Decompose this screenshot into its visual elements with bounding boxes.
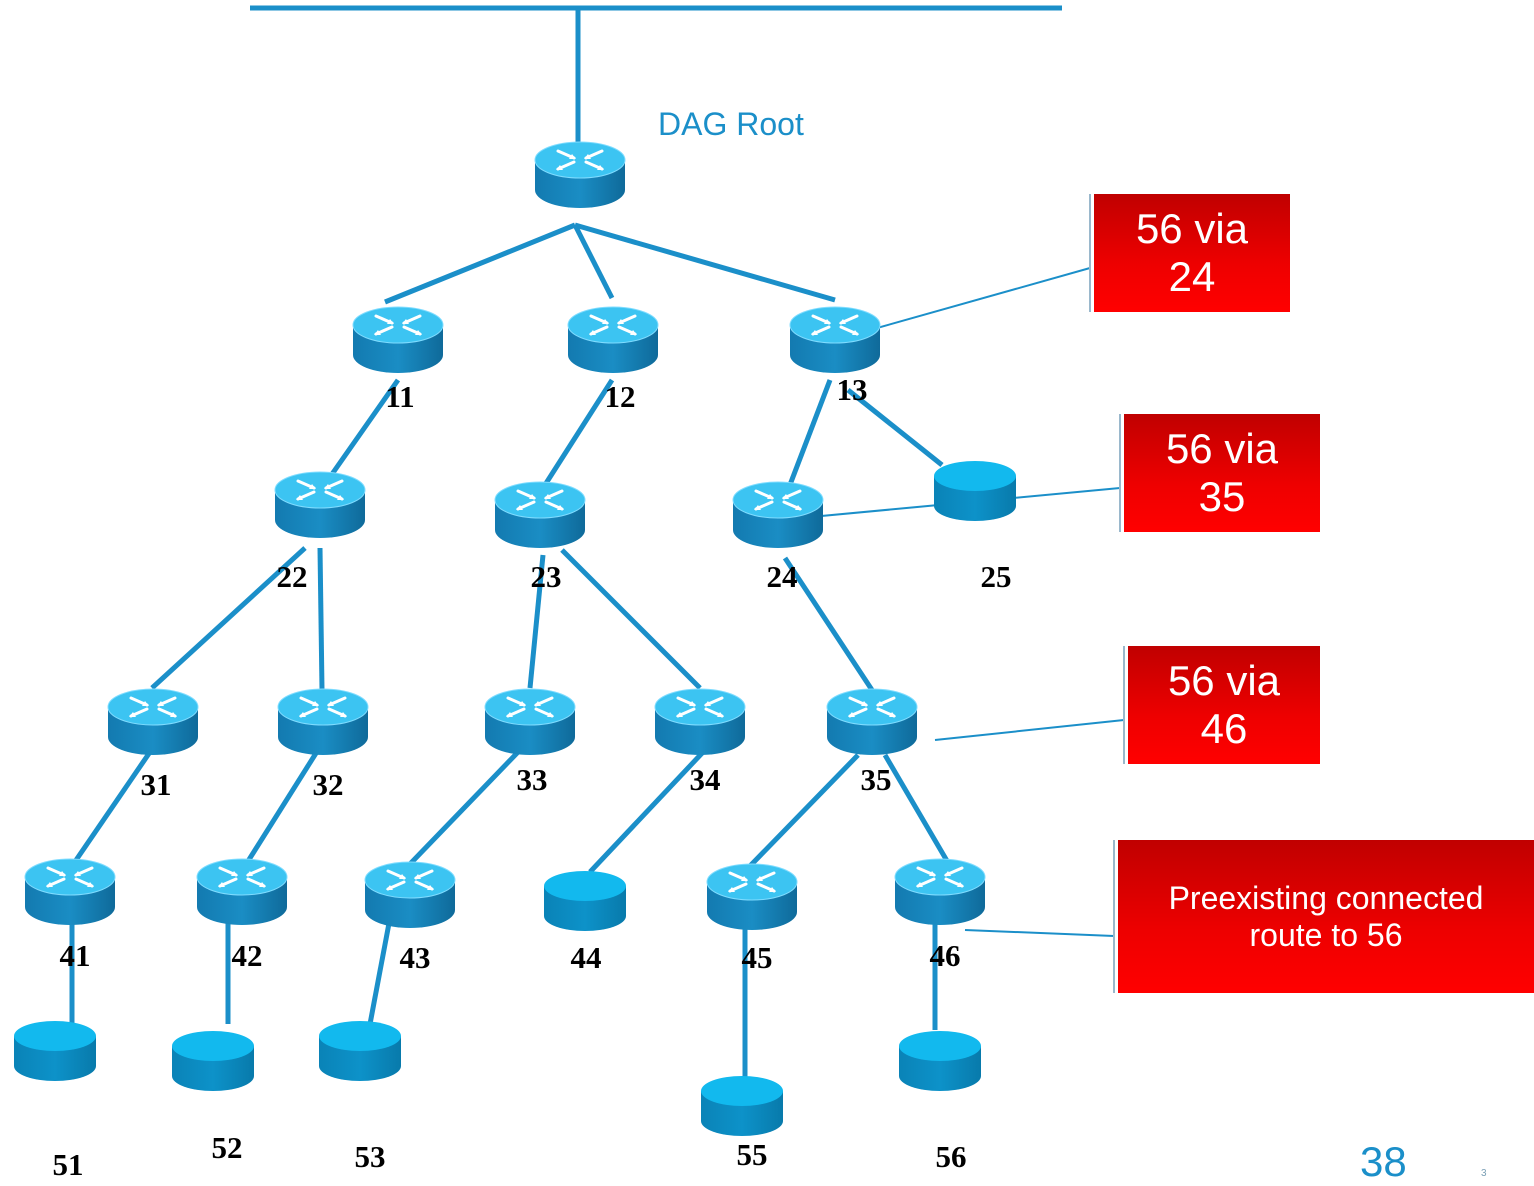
node-label-53: 53 (354, 1139, 386, 1174)
router-icon-12 (567, 306, 659, 373)
callout-connector-46 (964, 929, 1115, 937)
node-label-11: 11 (385, 379, 415, 414)
router-icon-46 (894, 858, 986, 925)
link-11-22 (327, 378, 401, 479)
callout-connector-35 (934, 719, 1125, 741)
host-icon-25 (934, 461, 1016, 521)
node-label-41: 41 (59, 938, 91, 973)
callout-text-line: 24 (1168, 253, 1216, 300)
node-label-33: 33 (516, 762, 548, 797)
callout-connector-13 (869, 267, 1091, 331)
link-35-45 (748, 753, 860, 868)
node-label-55: 55 (736, 1137, 768, 1172)
host-icon-52 (172, 1031, 254, 1091)
node-label-22: 22 (276, 559, 308, 594)
router-icon-41 (24, 858, 116, 925)
router-icon-11 (352, 306, 444, 373)
link-13-24 (785, 379, 833, 491)
node-label-35: 35 (860, 762, 892, 797)
link-43-53 (367, 917, 393, 1025)
router-icon-34 (654, 688, 746, 755)
node-label-24: 24 (766, 559, 798, 594)
link-32-42 (242, 748, 321, 868)
node-label-56: 56 (935, 1139, 967, 1174)
link-13-25 (846, 388, 944, 467)
callout-text-line: 56 via (1167, 656, 1281, 704)
slide-number: 38 (1360, 1138, 1407, 1185)
node-label-43: 43 (399, 940, 431, 975)
router-icon-32 (277, 688, 369, 755)
link-root-11 (384, 222, 576, 305)
node-label-46: 46 (929, 938, 961, 973)
host-icon-53 (319, 1021, 401, 1081)
callout-text-line: 46 (1200, 705, 1248, 752)
callout-text-line: 56 via (1135, 204, 1249, 252)
node-label-51: 51 (52, 1147, 84, 1182)
router-icon-33 (484, 688, 576, 755)
link-31-41 (69, 750, 153, 868)
node-label-12: 12 (604, 379, 636, 414)
router-icon-31 (107, 688, 199, 755)
host-icon-56 (899, 1031, 981, 1091)
router-icon-23 (494, 481, 586, 548)
link-12-23 (540, 378, 615, 490)
router-icon-22 (274, 471, 366, 538)
node-label-52: 52 (211, 1130, 243, 1165)
router-icon-42 (196, 858, 288, 925)
link-root-12 (572, 223, 615, 300)
link-24-35 (782, 556, 875, 692)
host-icon-51 (14, 1021, 96, 1081)
link-22-32 (317, 547, 325, 691)
node-label-45: 45 (741, 940, 773, 975)
link-33-43 (408, 748, 522, 866)
node-label-44: 44 (570, 940, 602, 975)
link-23-33 (527, 554, 546, 689)
link-root-13 (574, 222, 836, 303)
node-label-25: 25 (980, 559, 1012, 594)
link-22-31 (150, 546, 307, 690)
nodes-layer (14, 141, 1016, 1136)
node-label-23: 23 (530, 559, 562, 594)
router-icon-35 (826, 688, 918, 755)
node-label-31: 31 (140, 767, 172, 802)
node-label-34: 34 (689, 762, 721, 797)
router-icon-24 (732, 481, 824, 548)
callout-text-line: route to 56 (1249, 916, 1403, 953)
link-23-34 (560, 548, 702, 690)
callout-text-line: Preexisting connected (1168, 879, 1484, 916)
link-34-44 (588, 748, 707, 874)
dag-root-label: DAG Root (658, 106, 804, 142)
callout-text-line: 35 (1198, 473, 1246, 520)
host-icon-55 (701, 1076, 783, 1136)
callout-text-line: 56 via (1165, 424, 1279, 472)
router-icon-43 (364, 861, 456, 928)
slide-number-small: 3 (1481, 1168, 1487, 1179)
router-icon-root (534, 141, 626, 208)
link-35-46 (882, 753, 953, 868)
node-label-32: 32 (312, 767, 344, 802)
host-icon-44 (544, 871, 626, 931)
links-layer (69, 5, 1062, 1078)
node-label-13: 13 (836, 372, 868, 407)
router-icon-45 (706, 863, 798, 930)
router-icon-13 (789, 306, 881, 373)
node-label-42: 42 (231, 938, 263, 973)
